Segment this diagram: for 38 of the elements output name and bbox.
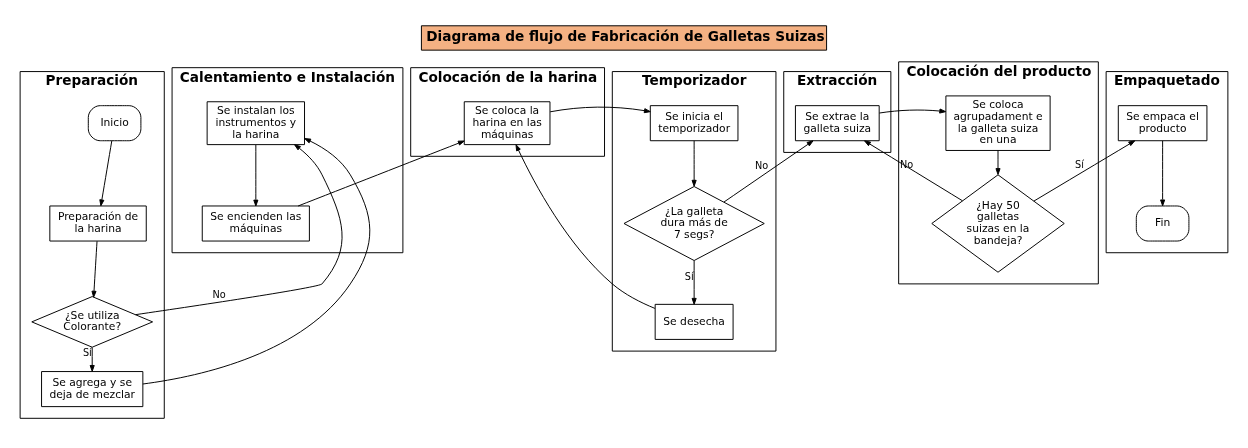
diagram-title: Diagrama de flujo de Fabricación de Galletas Suizas [426, 28, 825, 45]
arrow [135, 144, 343, 316]
arrow [297, 140, 465, 207]
edge-label: No [212, 289, 226, 301]
arrow [515, 144, 656, 309]
arrow [878, 108, 947, 114]
arrow [142, 138, 371, 385]
node-box: Fin [1135, 205, 1190, 242]
node-box: Se coloca la harina en las máquinas [463, 101, 551, 146]
node-box: Inicio [87, 105, 142, 142]
edge-label: No [755, 159, 769, 171]
edge-label: Sí [1075, 158, 1084, 170]
arrow [549, 106, 651, 114]
arrow [864, 140, 963, 202]
arrow [89, 347, 95, 372]
arrow [995, 150, 1001, 175]
edge-label: Sí [684, 270, 694, 282]
node-box: Se agrega y se deja de mezclar [41, 371, 144, 408]
node-box: Se encienden las máquinas [201, 205, 310, 242]
arrow [691, 260, 697, 305]
arrow [253, 144, 259, 207]
node-box: Se inicia el temporizador [649, 105, 739, 142]
node-box: Preparación de la harina [49, 205, 147, 242]
node-box: Se coloca agrupadament e la galleta suiza en una [945, 95, 1051, 151]
node-box: Se empaca el producto [1117, 105, 1208, 142]
arrow [1033, 140, 1136, 202]
node-box: Se extrae la galleta suiza [794, 105, 880, 142]
arrow [691, 140, 697, 187]
node-box: Se instalan los instrumentos y la harina [206, 101, 305, 146]
arrow [99, 140, 113, 207]
edge-label: Sí [82, 347, 92, 359]
node-diamond: ¿La galleta dura más de 7 segs? [623, 186, 765, 261]
node-diamond: ¿Hay 50 galletas suizas en la bandeja? [931, 174, 1065, 273]
arrow [723, 140, 814, 203]
node-diamond: ¿Se utiliza Colorante? [31, 296, 154, 348]
arrow [1160, 140, 1166, 207]
node-box: Se desecha [654, 303, 734, 340]
arrow [91, 240, 98, 298]
